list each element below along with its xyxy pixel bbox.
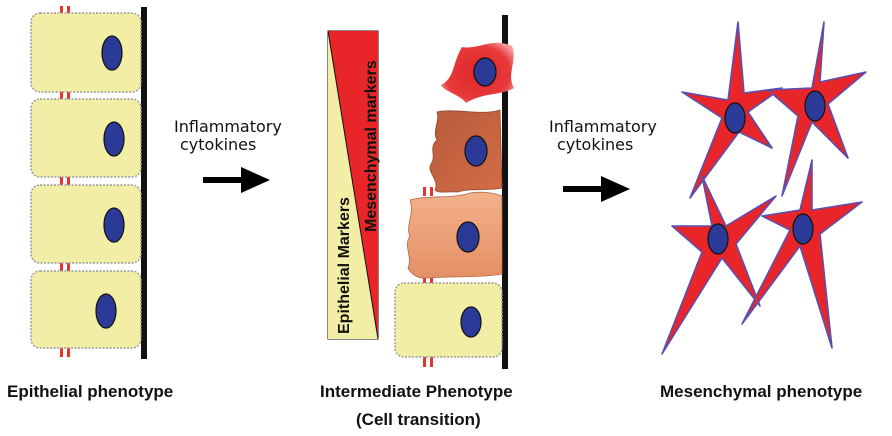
mesenchymal-cell bbox=[741, 159, 863, 349]
nucleus bbox=[456, 221, 480, 253]
transitioning-cell-orange bbox=[407, 191, 503, 279]
nucleus bbox=[103, 207, 125, 243]
basement-membrane bbox=[502, 15, 508, 369]
nucleus bbox=[103, 121, 125, 157]
arrow-shaft bbox=[563, 186, 603, 192]
transitioning-cell-brown bbox=[429, 109, 503, 193]
epithelial-cell bbox=[30, 270, 142, 349]
arrow-shaft bbox=[203, 177, 243, 183]
mesenchymal-cell bbox=[661, 175, 777, 355]
nucleus bbox=[473, 57, 497, 87]
nucleus bbox=[95, 293, 117, 329]
mesenchymal-markers-label: Mesenchymal markers bbox=[363, 60, 380, 232]
mesenchymal-cell bbox=[681, 21, 783, 199]
arrow-head bbox=[601, 176, 630, 202]
arrow-head bbox=[241, 167, 270, 193]
basement-membrane bbox=[141, 7, 147, 359]
arrow-1-label-line1: Inflammatory bbox=[174, 117, 282, 136]
transition-arrow-2: Inflammatory cytokines bbox=[549, 117, 657, 202]
epithelial-cell bbox=[30, 98, 142, 178]
transition-arrow-1: Inflammatory cytokines bbox=[174, 117, 282, 193]
mesenchymal-phenotype-caption: Mesenchymal phenotype bbox=[660, 382, 862, 401]
nucleus bbox=[804, 90, 826, 122]
intermediate-stage: Epithelial Markers Mesenchymal markers bbox=[327, 15, 514, 369]
nucleus bbox=[724, 102, 746, 134]
tight-junctions bbox=[60, 6, 70, 357]
nucleus bbox=[460, 306, 482, 338]
arrow-2-label-line1: Inflammatory bbox=[549, 117, 657, 136]
epithelial-cell bbox=[30, 12, 142, 93]
epithelial-phenotype-caption: Epithelial phenotype bbox=[7, 382, 173, 401]
epithelial-stage bbox=[30, 6, 147, 359]
nucleus bbox=[707, 223, 729, 255]
arrow-2-label-line2: cytokines bbox=[557, 135, 633, 154]
epithelial-cell bbox=[30, 184, 142, 264]
nucleus bbox=[464, 135, 488, 167]
nucleus bbox=[101, 35, 123, 71]
mesenchymal-stage bbox=[661, 21, 867, 355]
cell-transition-subcaption: (Cell transition) bbox=[356, 410, 481, 429]
junctions-intermediate bbox=[423, 187, 433, 367]
epithelial-cell bbox=[394, 282, 503, 358]
mesenchymal-cell bbox=[767, 21, 867, 197]
arrow-1-label-line2: cytokines bbox=[180, 135, 256, 154]
detached-mesenchymal-cell bbox=[441, 42, 514, 103]
intermediate-phenotype-caption: Intermediate Phenotype bbox=[320, 382, 513, 401]
nucleus bbox=[792, 213, 814, 245]
epithelial-markers-label: Epithelial Markers bbox=[336, 197, 353, 334]
